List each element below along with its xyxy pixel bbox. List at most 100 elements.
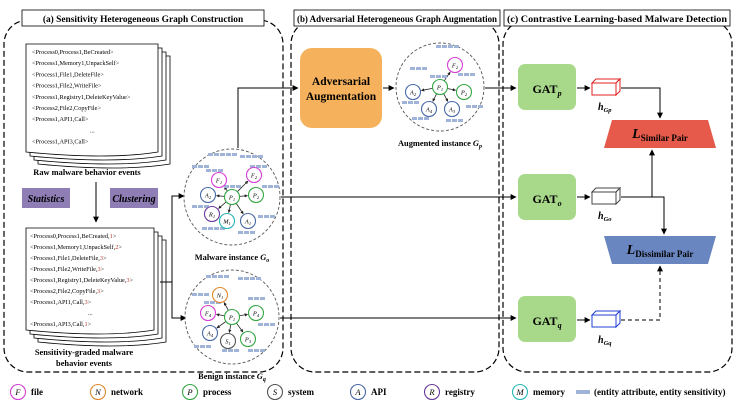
attribute-bar [262, 185, 267, 188]
node-label: A2 [409, 89, 417, 97]
embedding-h-gp [590, 77, 622, 97]
loss-dissimilar-pair: LDissimilar Pair [604, 236, 716, 264]
node-label: P1 [436, 84, 443, 92]
legend-symbol [9, 383, 27, 401]
graph-node [219, 332, 237, 350]
graph-node [404, 83, 422, 101]
attribute-bar [250, 277, 255, 280]
attribute-bar [244, 231, 249, 234]
attribute-bar [228, 349, 233, 352]
legend-symbol [89, 383, 107, 401]
svg-text:LDissimilar Pair: LDissimilar Pair [626, 243, 694, 259]
attribute-bar [192, 165, 197, 168]
attribute-bar [408, 101, 413, 104]
node-label: S1 [225, 338, 230, 346]
attribute-bar [206, 169, 211, 172]
loss-similar-pair: LSimilar Pair [604, 120, 716, 148]
node-label: F4 [204, 310, 212, 318]
legend-label: (entity attribute, entity sensitivity) [594, 387, 725, 397]
attribute-bar [248, 349, 253, 352]
attribute-bar [230, 185, 235, 188]
graded-event-line: <Process1,Registry1,DeleteKeyValue,3> [30, 277, 134, 284]
node-label: F2 [250, 172, 258, 180]
graph-node [247, 304, 265, 322]
node-label: P1 [228, 194, 235, 202]
attribute-bar [208, 153, 213, 156]
attribute-bar [472, 105, 477, 108]
svg-text:A: A [354, 387, 361, 397]
raw-events-document: <Process0,Process1,BeCreated> <Process1,M… [25, 43, 171, 169]
attribute-bar [224, 275, 229, 278]
node-label: F1 [215, 177, 222, 185]
graded-event-line: ... [88, 310, 93, 317]
gat-o-box: GATo [518, 174, 576, 220]
attribute-bar [414, 101, 419, 104]
h-gp-label: hGp [598, 102, 612, 114]
attribute-bar [258, 323, 263, 326]
embedding-h-go [590, 186, 622, 206]
graded-event-line: <Process1,File2,WriteFile,3> [30, 266, 105, 273]
attribute-bar [442, 45, 447, 48]
legend-symbol [423, 383, 441, 401]
attribute-bar [198, 205, 203, 208]
raw-event-line: <Process0,Process1,BeCreated> [32, 49, 114, 56]
attribute-bar [206, 345, 211, 348]
raw-event-line: <Process2,File2,CopyFile> [32, 105, 101, 112]
node-label: R1 [208, 211, 215, 219]
graded-event-line: <Process1,File1,DeleteFile,3> [30, 255, 107, 262]
attribute-bar [262, 165, 267, 168]
attribute-bar [226, 153, 231, 156]
attribute-bar [270, 215, 275, 218]
node-label: P1 [228, 314, 235, 322]
legend-label: memory [533, 387, 565, 397]
svg-text:GATo: GATo [532, 192, 561, 208]
graded-caption-1: Sensitivity-graded malware [35, 348, 134, 357]
node-label: P3 [244, 336, 252, 344]
legend-label: file [31, 387, 43, 397]
attribute-bar [422, 67, 427, 70]
attribute-bar [236, 185, 241, 188]
graph-node [211, 286, 229, 304]
attribute-bar [238, 277, 243, 280]
node-label: A4 [425, 106, 433, 114]
graph-node [247, 186, 265, 204]
clustering-box [110, 188, 158, 208]
attribute-bar [412, 117, 417, 120]
graph-node [223, 308, 241, 326]
attribute-bar [402, 101, 407, 104]
graded-event-line: <Process1,API3,Call,1> [30, 321, 92, 328]
malware-instance-caption: Malware instance Go [195, 253, 270, 264]
attribute-bar [424, 117, 429, 120]
legend-label: process [203, 387, 232, 397]
attribute-bar [254, 349, 259, 352]
attribute-bar [448, 45, 453, 48]
section-c-title: (c) Contrastive Learning-based Malware D… [507, 14, 728, 25]
graph-node [223, 188, 241, 206]
attribute-bar [260, 297, 265, 300]
raw-event-line: <Process1,File2,WriteFile> [32, 83, 102, 90]
statistics-box [22, 188, 70, 208]
graded-events-document: <Process0,Process1,BeCreated,1><Process1… [25, 227, 167, 347]
legend-symbol [181, 383, 199, 401]
graded-event-line: <Process1,API1,Call,3> [30, 299, 92, 306]
raw-events-caption: Raw malware behavior events [33, 168, 141, 177]
svg-text:N: N [94, 387, 102, 397]
attribute-bar [258, 215, 263, 218]
svg-text:LSimilar Pair: LSimilar Pair [631, 127, 688, 143]
raw-event-line: <Process1,API1,Call> [32, 116, 89, 123]
attribute-bar [224, 185, 229, 188]
node-label: A4 [206, 330, 214, 338]
node-label: P4 [252, 310, 260, 318]
attribute-bar [268, 185, 273, 188]
graded-caption-2: behavior events [56, 359, 113, 368]
attribute-bar [240, 155, 245, 158]
node-label: A1 [244, 218, 251, 226]
raw-event-line: <Process1,Memory1,UnpackSelf> [32, 60, 120, 67]
attribute-bar [264, 215, 269, 218]
attribute-bar [246, 155, 251, 158]
attribute-bar [232, 153, 237, 156]
attribute-bar [458, 73, 463, 76]
svg-text:GATq: GATq [532, 314, 561, 330]
attribute-bar [198, 293, 203, 296]
attribute-bar [260, 349, 265, 352]
